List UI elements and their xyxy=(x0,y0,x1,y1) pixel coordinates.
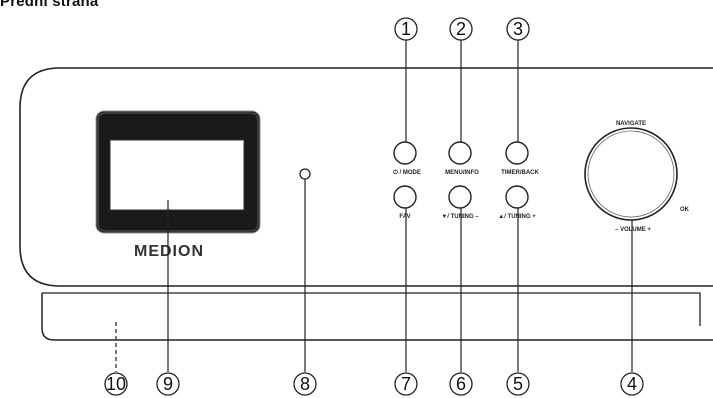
bottom-panel xyxy=(41,293,713,341)
sensor-indicator xyxy=(299,168,311,180)
timer-back-label: TIMER/BACK xyxy=(501,170,539,176)
menu-info-button[interactable] xyxy=(448,141,472,165)
fav-label: FAV xyxy=(399,214,410,220)
tuning-up-label: ▲/ TUNING + xyxy=(498,214,536,220)
callout-3-number: 3 xyxy=(513,19,523,39)
callout-10-circle xyxy=(104,372,128,396)
ok-label: OK xyxy=(680,207,690,213)
callout-7-circle xyxy=(394,372,418,396)
callout-10-number: 10 xyxy=(106,374,126,394)
bottom-panel-inner xyxy=(42,292,701,326)
tuning-up-button[interactable] xyxy=(505,185,529,209)
callout-1-circle xyxy=(394,17,418,41)
display-inner-border xyxy=(97,112,259,232)
callout-7-number: 7 xyxy=(401,374,411,394)
callout-2-circle xyxy=(449,17,473,41)
page-heading: Přední strana xyxy=(0,0,99,10)
callout-4-number: 4 xyxy=(627,374,637,394)
navigate-volume-dial-outer[interactable] xyxy=(584,127,678,221)
brand-logo: MEDION xyxy=(134,243,204,260)
callout-4-circle xyxy=(620,372,644,396)
callout-8-circle xyxy=(293,372,317,396)
menu-info-label: MENU/INFO xyxy=(445,170,479,176)
volume-label: – VOLUME + xyxy=(615,227,651,233)
callout-1-number: 1 xyxy=(401,19,411,39)
fav-button[interactable] xyxy=(393,185,417,209)
callout-6-circle xyxy=(449,372,473,396)
timer-back-button[interactable] xyxy=(505,141,529,165)
navigate-volume-dial-inner xyxy=(587,130,675,218)
callout-5-circle xyxy=(506,372,530,396)
callout-6-number: 6 xyxy=(456,374,466,394)
power-mode-label: ⏻ / MODE xyxy=(393,169,421,176)
callout-9-number: 9 xyxy=(163,374,173,394)
device-housing xyxy=(19,67,713,287)
tuning-down-label: ▼/ TUNING – xyxy=(441,214,479,220)
callout-5-number: 5 xyxy=(513,374,523,394)
callout-2-number: 2 xyxy=(456,19,466,39)
power-mode-button[interactable] xyxy=(393,141,417,165)
navigate-label: NAVIGATE xyxy=(616,121,646,127)
tuning-down-button[interactable] xyxy=(448,185,472,209)
callout-3-circle xyxy=(506,17,530,41)
callout-9-circle xyxy=(156,372,180,396)
display-screen xyxy=(109,139,245,211)
callout-8-number: 8 xyxy=(300,374,310,394)
